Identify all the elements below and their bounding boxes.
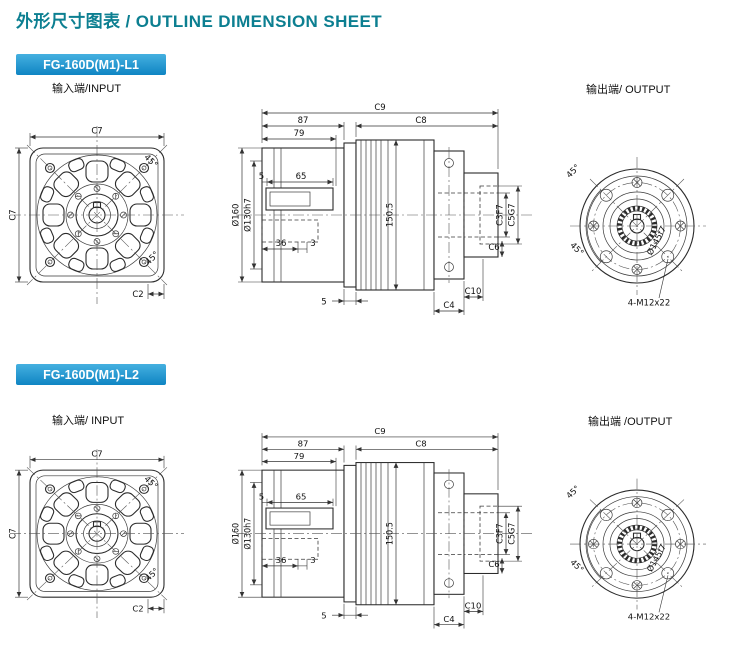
drawing-l1 <box>0 93 732 343</box>
page-title: 外形尺寸图表 / OUTLINE DIMENSION SHEET <box>16 12 383 31</box>
input-view-label-l1: 输入端/INPUT <box>52 83 122 95</box>
output-view-label-l1: 输出端/ OUTPUT <box>586 84 671 96</box>
input-view-label-l2: 输入端/ INPUT <box>52 415 125 427</box>
output-view-label-l2: 输出端 /OUTPUT <box>588 416 673 428</box>
model-badge-l2: FG-160D(M1)-L2 <box>16 364 166 385</box>
model-badge-l1: FG-160D(M1)-L1 <box>16 54 166 75</box>
drawing-l2 <box>0 418 732 655</box>
